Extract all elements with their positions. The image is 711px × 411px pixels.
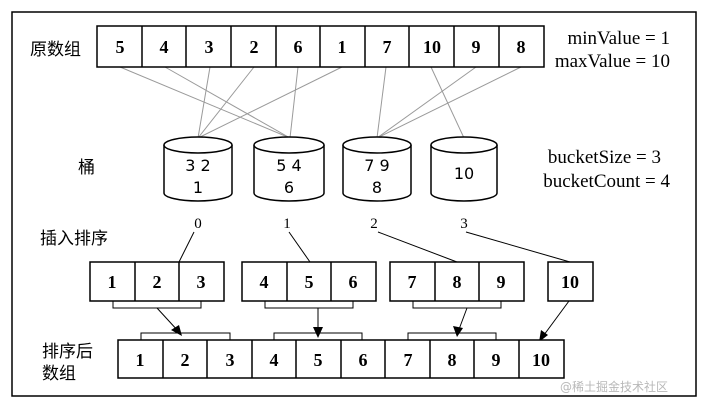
original-cell: 6 xyxy=(294,37,303,57)
map-line-1 xyxy=(197,66,343,139)
map-line-10 xyxy=(430,66,465,139)
sorted-group-3: 10 xyxy=(547,261,594,302)
distribution-lines xyxy=(119,66,522,139)
bucket-index-1: 1 xyxy=(283,216,291,232)
bucket-3 xyxy=(430,136,498,202)
bucket-2 xyxy=(342,136,412,202)
bucket-1 xyxy=(253,136,325,202)
sorted-cell: 6 xyxy=(359,350,368,370)
map-line-8 xyxy=(376,66,522,139)
sorted-cell: 1 xyxy=(136,350,145,370)
group-cell: 1 xyxy=(108,272,117,292)
merge-brackets xyxy=(112,300,570,340)
bucket-size-text: bucketSize = 3 xyxy=(548,147,661,168)
map-line-9 xyxy=(376,66,477,139)
sorted-group-1: 4 5 6 xyxy=(241,261,377,302)
outer-frame xyxy=(11,11,697,397)
bucket-0-line2: 1 xyxy=(193,178,203,197)
bucket-1-line2: 6 xyxy=(284,178,294,197)
original-cell: 2 xyxy=(250,37,259,57)
label-sorted-array-line2: 数组 xyxy=(42,364,76,384)
bucket-3-line1: 10 xyxy=(454,164,474,183)
bucket-1-line1: 5 4 xyxy=(276,156,301,175)
bucket-index-3: 3 xyxy=(460,216,468,232)
bucket-2-line2: 8 xyxy=(372,178,382,197)
index-connectors xyxy=(178,231,571,263)
label-original-array: 原数组 xyxy=(30,40,81,60)
group-cell: 4 xyxy=(260,272,269,292)
bucket-count-text: bucketCount = 4 xyxy=(543,171,670,192)
group-cell: 8 xyxy=(453,272,462,292)
bucket-index-0: 0 xyxy=(194,216,202,232)
label-insertion-sort: 插入排序 xyxy=(40,229,108,249)
original-cell: 3 xyxy=(205,37,214,57)
bucket-index-2: 2 xyxy=(370,216,378,232)
bucket-2-line1: 7 9 xyxy=(364,156,389,175)
bucket-0-line1: 3 2 xyxy=(185,156,210,175)
map-line-5 xyxy=(119,66,291,139)
original-cell: 5 xyxy=(116,37,125,57)
group-cell: 10 xyxy=(561,272,579,292)
sorted-group-2: 7 8 9 xyxy=(389,261,525,302)
sorted-array-brackets xyxy=(140,332,497,340)
sorted-group-0: 1 2 3 xyxy=(89,261,225,302)
map-line-4 xyxy=(164,66,291,139)
arrowhead xyxy=(453,326,463,337)
sorted-cell: 4 xyxy=(270,350,279,370)
sorted-cell: 7 xyxy=(404,350,413,370)
map-line-2 xyxy=(197,66,255,139)
label-buckets: 桶 xyxy=(78,158,95,178)
group-cell: 3 xyxy=(197,272,206,292)
sorted-cell: 9 xyxy=(492,350,501,370)
original-cell: 8 xyxy=(517,37,526,57)
min-value-text: minValue = 1 xyxy=(567,28,670,49)
watermark: @稀土掘金技术社区 xyxy=(560,380,669,394)
original-cell: 9 xyxy=(472,37,481,57)
sorted-cell: 2 xyxy=(181,350,190,370)
arrowhead xyxy=(171,325,182,336)
map-line-7 xyxy=(376,66,387,139)
bucket-0 xyxy=(163,136,233,202)
group-cell: 6 xyxy=(349,272,358,292)
sorted-cell: 3 xyxy=(226,350,235,370)
sorted-cell: 8 xyxy=(448,350,457,370)
sorted-cell: 10 xyxy=(532,350,550,370)
original-cell: 7 xyxy=(383,37,392,57)
max-value-text: maxValue = 10 xyxy=(555,51,670,72)
group-cell: 2 xyxy=(153,272,162,292)
sorted-cell: 5 xyxy=(314,350,323,370)
group-cell: 5 xyxy=(305,272,314,292)
original-cell: 4 xyxy=(160,37,169,57)
arrowhead xyxy=(539,330,548,342)
group-cell: 7 xyxy=(408,272,417,292)
label-sorted-array-line1: 排序后 xyxy=(42,342,93,362)
map-line-3 xyxy=(197,66,211,139)
map-line-6 xyxy=(289,66,299,139)
group-cell: 9 xyxy=(497,272,506,292)
original-cell: 10 xyxy=(423,37,441,57)
original-cell: 1 xyxy=(338,37,347,57)
